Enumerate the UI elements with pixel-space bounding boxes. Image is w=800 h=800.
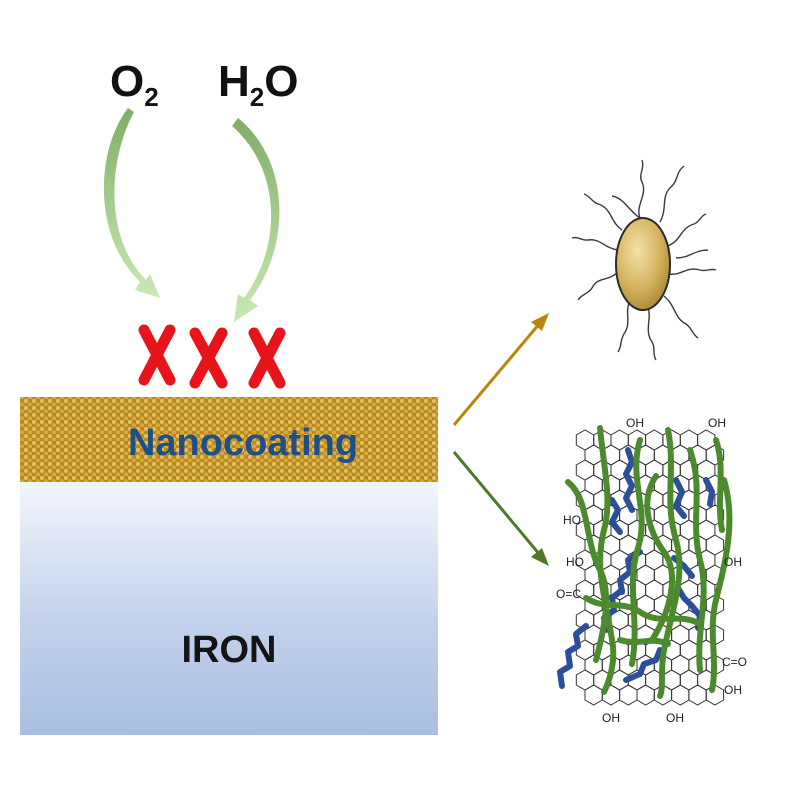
oh-label: OH [626, 416, 644, 430]
iron-substrate [20, 480, 438, 735]
curved-arrow-icon [232, 118, 280, 322]
oh-label: OH [602, 711, 620, 725]
nanocoating-layer [20, 397, 438, 482]
oh-label: OH [724, 683, 742, 697]
curved-arrow-icon [103, 108, 160, 298]
graphene-composite-icon: OH OH HO HO O=C OH C=O OH OH OH [556, 416, 747, 725]
oxygen-label: O2 [110, 57, 159, 112]
cross-mark-icon [248, 327, 286, 389]
carbonyl-label: O=C [556, 587, 581, 601]
water-label: H2O [218, 57, 298, 112]
nanocoating-label: Nanocoating [128, 422, 358, 464]
oh-label: OH [666, 711, 684, 725]
oh-label: OH [708, 416, 726, 430]
arrow-to-composite [452, 451, 549, 566]
graphene-hex-cell [671, 684, 690, 706]
graphene-hex-cell [584, 684, 603, 706]
nanoparticle-core [615, 217, 671, 311]
iron-label: IRON [182, 629, 277, 671]
graphene-hex-cell [636, 684, 655, 706]
ho-label: HO [566, 555, 584, 569]
arrow-to-nanoparticle [452, 313, 549, 426]
cross-mark-icon [189, 327, 228, 389]
graphene-hex-cell [619, 684, 638, 706]
cross-mark-icon [138, 324, 176, 386]
nanoparticle-icon [571, 159, 717, 361]
ho-label: HO [563, 513, 581, 527]
carbonyl-label: C=O [722, 655, 747, 669]
graphene-hex-cell [688, 684, 707, 706]
oh-label: OH [724, 555, 742, 569]
